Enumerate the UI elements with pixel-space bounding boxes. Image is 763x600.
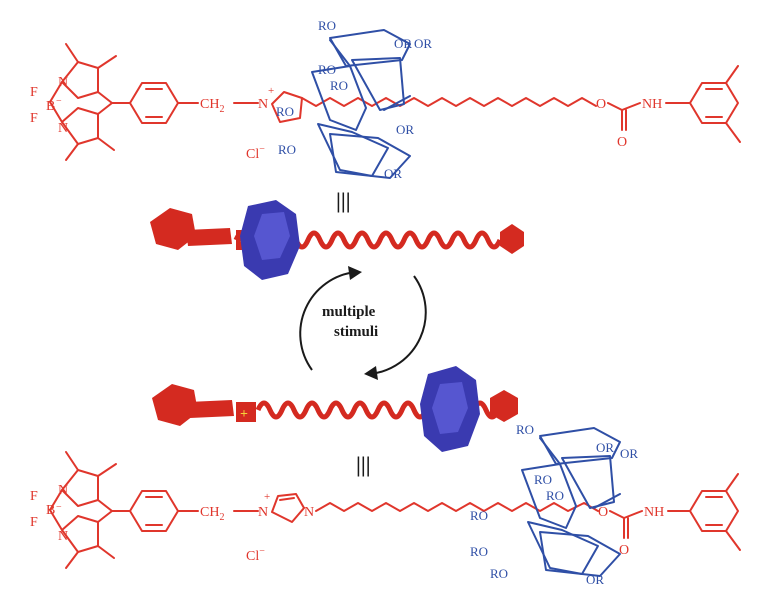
bottom-cartoon: + bbox=[152, 366, 518, 452]
top-amide-nh: NH bbox=[642, 97, 662, 112]
top-xylyl-stopper bbox=[689, 82, 739, 124]
top-cation-charge: + bbox=[268, 85, 274, 97]
bottom-cartoon-cation bbox=[236, 402, 256, 422]
bottom-amide-nh: NH bbox=[644, 505, 664, 520]
bottom-boron: B bbox=[46, 503, 55, 518]
cycle-label-line1: multiple bbox=[322, 304, 376, 320]
bottom-ro-6: RO bbox=[470, 508, 488, 523]
top-ro-5: RO bbox=[330, 78, 348, 93]
bottom-ro-7: RO bbox=[470, 544, 488, 559]
bottom-nitrogen-2: N bbox=[58, 529, 68, 544]
top-ro-1: RO bbox=[318, 18, 336, 33]
top-ro-9: OR bbox=[384, 166, 402, 181]
top-ro-7: OR bbox=[396, 122, 414, 137]
bottom-molecule: F F B N N − CH2 N + N Cl− O O NH bbox=[30, 422, 741, 587]
bottom-xylyl-stopper bbox=[689, 490, 739, 532]
top-boron: B bbox=[46, 99, 55, 114]
top-ro-4: RO bbox=[318, 62, 336, 77]
top-ch2-linker: CH2 bbox=[200, 97, 224, 115]
bottom-ro-3: OR bbox=[620, 446, 638, 461]
bottom-ro-5: RO bbox=[546, 488, 564, 503]
bottom-cation-nitrogen-2: N bbox=[304, 505, 314, 520]
bottom-fluorine-2: F bbox=[30, 515, 38, 530]
top-cartoon-end-stopper bbox=[500, 224, 524, 254]
top-nitrogen-2: N bbox=[58, 121, 68, 136]
bottom-carbonyl-oxygen: O bbox=[619, 543, 629, 558]
cycle-arrow-right bbox=[369, 275, 427, 375]
bottom-ro-4: RO bbox=[534, 472, 552, 487]
top-cartoon-stopper bbox=[150, 208, 196, 250]
bottom-nitrogen-1: N bbox=[58, 483, 68, 498]
bottom-counterion: Cl− bbox=[246, 546, 265, 564]
top-fluorine-1: F bbox=[30, 85, 38, 100]
top-ester-oxygen: O bbox=[596, 97, 606, 112]
bottom-equivalence-mark: ||| bbox=[356, 452, 371, 477]
stimuli-cycle: multiple stimuli bbox=[299, 266, 427, 380]
bottom-ro-8: RO bbox=[490, 566, 508, 581]
top-counterion: Cl− bbox=[246, 144, 265, 162]
bottom-cation-charge: + bbox=[264, 491, 270, 503]
top-bodipy-core bbox=[49, 43, 131, 161]
top-molecule: F F B N N − CH2 N + Cl− O O NH bbox=[30, 18, 741, 181]
top-ro-2: OR bbox=[394, 36, 412, 51]
bottom-imidazolium-ring bbox=[271, 493, 305, 523]
bottom-cartoon-end-stopper bbox=[490, 390, 518, 422]
top-nitrogen-1: N bbox=[58, 75, 68, 90]
bottom-boron-charge: − bbox=[56, 502, 62, 513]
top-imidazolium-ring bbox=[271, 91, 303, 123]
top-ro-8: RO bbox=[278, 142, 296, 157]
bottom-bodipy-core bbox=[49, 451, 131, 569]
cycle-label-line2: stimuli bbox=[334, 324, 378, 340]
bottom-fluorine-1: F bbox=[30, 489, 38, 504]
bottom-ro-2: OR bbox=[596, 440, 614, 455]
bottom-cartoon-stopper bbox=[152, 384, 198, 426]
bottom-ro-1: RO bbox=[516, 422, 534, 437]
top-pillararene-host bbox=[311, 29, 411, 179]
bottom-alkyl-chain bbox=[315, 502, 599, 512]
bottom-ch2-linker: CH2 bbox=[200, 505, 224, 523]
top-ro-3: OR bbox=[414, 36, 432, 51]
top-equivalence-mark: ||| bbox=[336, 188, 351, 213]
bottom-cation-nitrogen: N bbox=[258, 505, 268, 520]
top-cation-nitrogen: N bbox=[258, 97, 268, 112]
top-ro-6: RO bbox=[276, 104, 294, 119]
top-boron-charge: − bbox=[56, 96, 62, 107]
bottom-pillararene-host bbox=[521, 427, 621, 577]
top-cartoon: + bbox=[150, 200, 524, 280]
bottom-cartoon-plus: + bbox=[240, 407, 248, 422]
bottom-ro-9: OR bbox=[586, 572, 604, 587]
top-alkyl-chain bbox=[301, 97, 597, 107]
cycle-arrow-left bbox=[299, 271, 357, 371]
top-carbonyl-oxygen: O bbox=[617, 135, 627, 150]
bottom-ester-oxygen: O bbox=[598, 505, 608, 520]
top-fluorine-2: F bbox=[30, 111, 38, 126]
